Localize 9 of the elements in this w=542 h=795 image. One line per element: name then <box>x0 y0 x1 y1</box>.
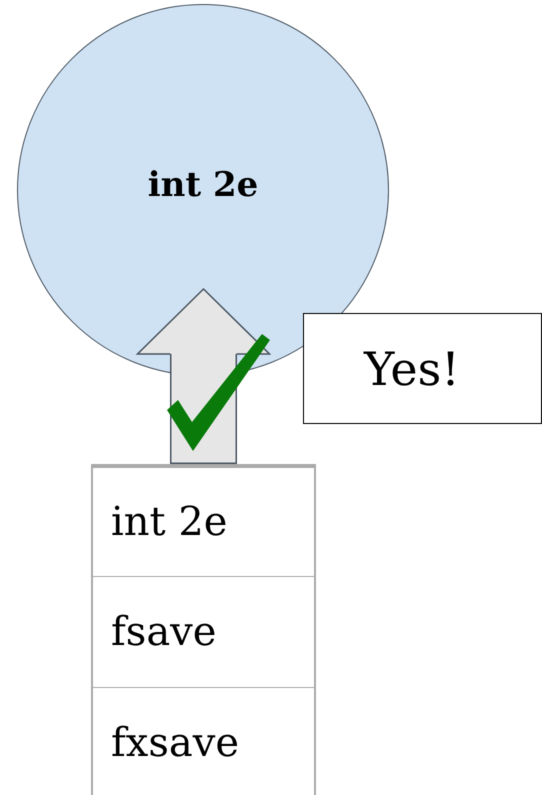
node-label: int 2e <box>111 499 228 545</box>
stack-cell <box>91 464 316 576</box>
node-label: Yes! <box>364 342 460 396</box>
node-label: fxsave <box>111 720 240 766</box>
stack-cell <box>91 576 316 687</box>
node-label: int 2e <box>148 165 258 205</box>
stack-cell <box>91 687 316 795</box>
node-label: fsave <box>111 609 216 655</box>
callout-box <box>303 313 542 424</box>
